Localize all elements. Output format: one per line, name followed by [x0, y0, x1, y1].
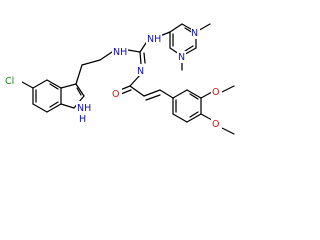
atom-amine-nh1: NH	[113, 47, 127, 58]
methoxy1-o-bond	[200, 91, 213, 99]
atom-methoxy-o1: O	[212, 87, 219, 98]
indole-benzene-ring	[32, 79, 62, 113]
atom-carbonyl-o: O	[112, 89, 119, 100]
c-cl-bond	[21, 81, 34, 89]
atom-pyrimidine-n1: N	[191, 28, 198, 39]
structure-diagram: Cl NH H NH NH N N N O O O	[4, 23, 235, 135]
nh1-to-c-bond	[127, 49, 141, 53]
atom-indole-nh: NH	[77, 103, 91, 114]
ethyl-to-nh-bond	[99, 51, 113, 61]
atom-imine-n: N	[137, 66, 144, 77]
methoxy2-me-bond	[221, 127, 235, 135]
c-to-n-double-bond	[139, 51, 142, 65]
atom-indole-h: H	[79, 114, 86, 125]
atom-pyrimidine-n2: N	[178, 52, 185, 63]
alkene-bond-1	[129, 85, 145, 97]
methoxy1-me-bond	[221, 85, 235, 93]
ethyl-bond-1	[75, 64, 83, 85]
dimethoxyphenyl-ring	[172, 89, 202, 123]
atom-methoxy-o2: O	[212, 119, 219, 130]
molecule-svg: Cl NH H NH NH N N N O O O	[4, 23, 235, 135]
atom-amine-nh2: NH	[147, 34, 161, 45]
alkene-double-bond	[143, 89, 161, 97]
atom-cl: Cl	[5, 76, 14, 87]
methoxy2-o-bond	[200, 113, 213, 121]
ethyl-bond-2	[81, 59, 101, 66]
alkene-to-aryl-bond	[159, 89, 174, 99]
